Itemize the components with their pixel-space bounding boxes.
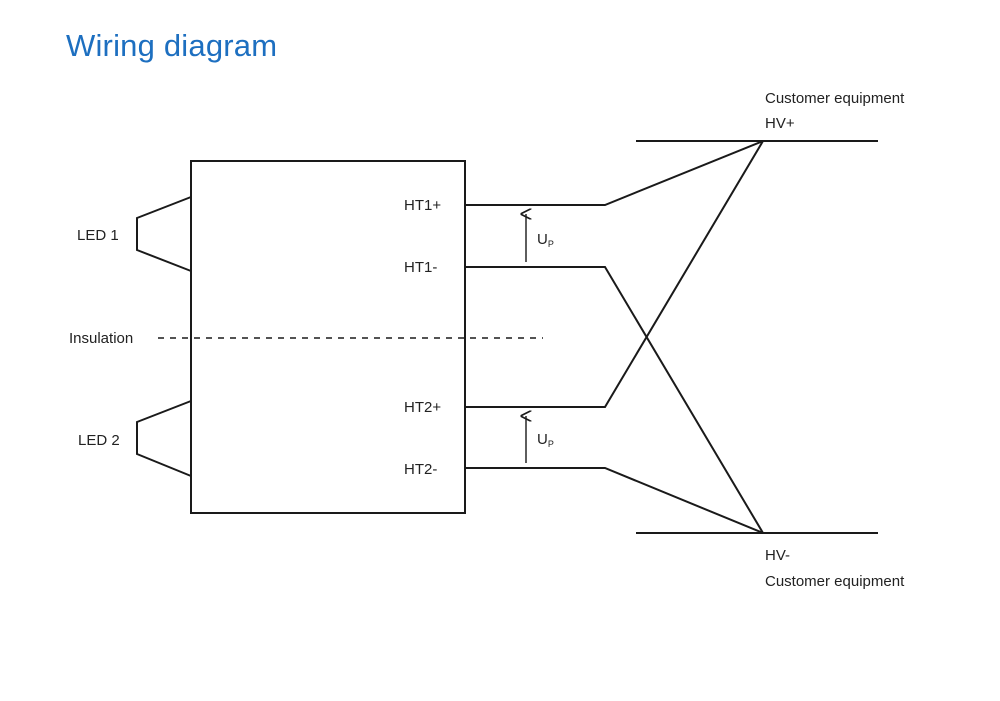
ht2-minus-wire [465,467,764,534]
module-box [190,160,466,514]
ht2-plus-wire [465,140,764,408]
led1-symbol [136,196,192,272]
ht2-plus-label: HT2+ [404,399,441,416]
ht2-minus-label: HT2- [404,461,437,478]
ht1-minus-wire [465,266,764,534]
hv-plus-label: HV+ [765,115,795,132]
customer-equipment-top-label: Customer equipment [765,90,905,107]
customer-equipment-bottom-label: Customer equipment [765,573,905,590]
led2-label: LED 2 [78,432,120,449]
ht1-plus-label: HT1+ [404,197,441,214]
led1-label: LED 1 [77,227,119,244]
hv-minus-label: HV- [765,547,790,564]
up2-label: UP [537,431,554,449]
diagram-title: Wiring diagram [66,28,278,63]
ht1-minus-label: HT1- [404,259,437,276]
insulation-label: Insulation [69,330,133,347]
up1-label: UP [537,231,554,249]
ht1-plus-wire [465,140,764,206]
led2-symbol [136,400,192,477]
